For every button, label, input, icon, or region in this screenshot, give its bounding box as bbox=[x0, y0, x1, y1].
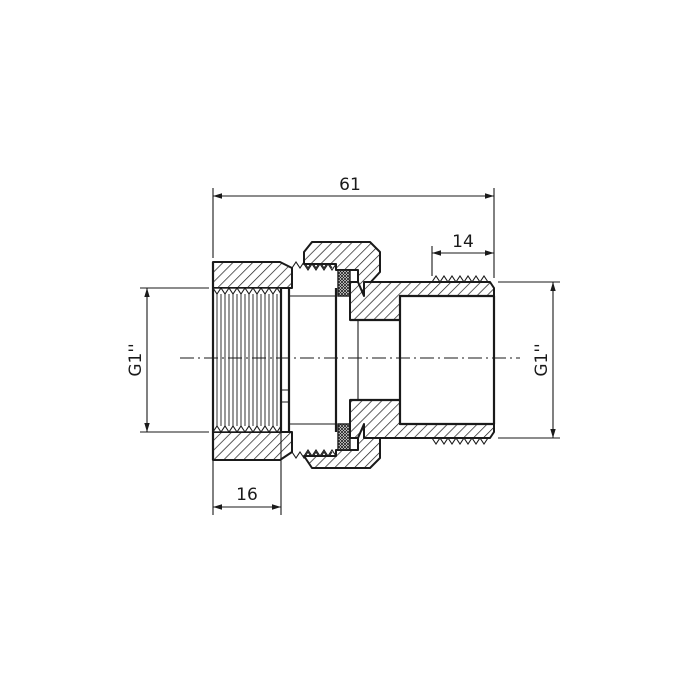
dimension-left-diameter-label: G1'' bbox=[126, 343, 146, 376]
dimension-right-thread-label: 14 bbox=[452, 232, 474, 252]
dimension-overall-label: 61 bbox=[339, 175, 361, 195]
left-body-section bbox=[211, 261, 338, 461]
dimension-right-thread: 14 bbox=[431, 232, 494, 276]
tailpiece-section bbox=[349, 275, 496, 445]
dimension-right-diameter-label: G1'' bbox=[532, 343, 552, 376]
dimension-left-diameter: G1'' bbox=[126, 287, 209, 433]
dimension-overall: 61 bbox=[212, 175, 495, 278]
dimension-left-thread-label: 16 bbox=[236, 485, 258, 505]
seal-rings bbox=[337, 269, 351, 451]
dimension-right-diameter: G1'' bbox=[498, 281, 560, 439]
dimension-left-thread: 16 bbox=[212, 432, 282, 515]
union-nut-section bbox=[303, 241, 381, 469]
